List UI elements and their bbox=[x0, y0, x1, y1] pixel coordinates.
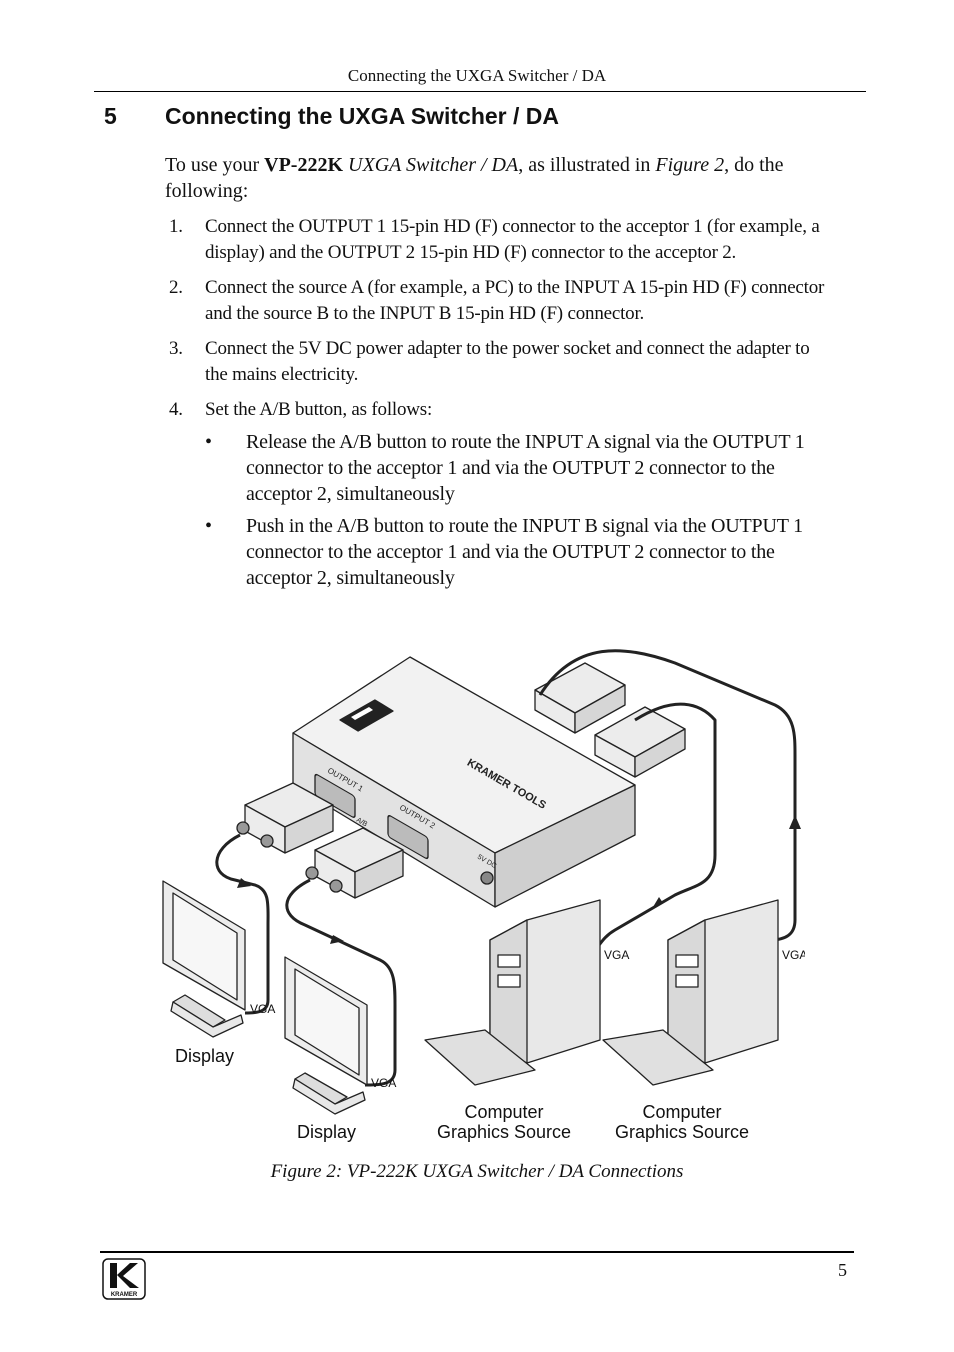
source-label-line2: Graphics Source bbox=[615, 1122, 749, 1142]
intro-prefix: To use your bbox=[165, 154, 265, 176]
vga-plug-output-1 bbox=[236, 782, 334, 854]
step-item: 1. Connect the OUTPUT 1 15-pin HD (F) con… bbox=[165, 214, 835, 266]
bullet-symbol: • bbox=[205, 431, 212, 453]
step-text: Set the A/B button, as follows: bbox=[205, 399, 433, 420]
step-number: 1. bbox=[169, 216, 183, 237]
computer-source-2 bbox=[602, 899, 779, 1086]
header-rule bbox=[94, 91, 866, 92]
display-monitor-1 bbox=[162, 880, 246, 1038]
vga-label: VGA bbox=[782, 948, 805, 962]
bullet-list: • Release the A/B button to route the INP… bbox=[205, 429, 835, 591]
step-number: 2. bbox=[169, 277, 183, 298]
intro-figure-ref: Figure 2 bbox=[655, 154, 725, 176]
step-item: 4. Set the A/B button, as follows: • Relea… bbox=[165, 397, 835, 591]
connection-diagram: KRAMER TOOLS OUTPUT 1 OUTPUT 2 A/B 5V DC bbox=[162, 649, 805, 1142]
intro-middle: , as illustrated in bbox=[518, 154, 656, 176]
page-number: 5 bbox=[838, 1260, 847, 1280]
vga-label: VGA bbox=[604, 948, 629, 962]
kramer-logo-icon: KRAMER bbox=[102, 1258, 146, 1300]
figure-caption: Figure 2: VP-222K UXGA Switcher / DA Con… bbox=[270, 1161, 684, 1182]
section-title: Connecting the UXGA Switcher / DA bbox=[165, 103, 560, 129]
display-label: Display bbox=[297, 1122, 356, 1142]
steps-list: 1. Connect the OUTPUT 1 15-pin HD (F) con… bbox=[165, 214, 835, 600]
vga-label: VGA bbox=[250, 1002, 275, 1016]
step-text: Connect the OUTPUT 1 15-pin HD (F) conne… bbox=[205, 216, 820, 263]
bullet-item: • Release the A/B button to route the INP… bbox=[205, 429, 835, 507]
bullet-text: Release the A/B button to route the INPU… bbox=[246, 431, 805, 505]
cable-arrows bbox=[237, 815, 801, 944]
footer-rule bbox=[100, 1251, 854, 1253]
source-label-line1: Computer bbox=[642, 1102, 721, 1122]
kramer-device-logo bbox=[339, 699, 394, 732]
step-item: 2. Connect the source A (for example, a P… bbox=[165, 275, 835, 327]
computer-source-1 bbox=[424, 899, 601, 1086]
vga-label: VGA bbox=[371, 1076, 396, 1090]
intro-product: UXGA Switcher / DA bbox=[343, 154, 519, 176]
bullet-symbol: • bbox=[205, 515, 212, 537]
step-item: 3. Connect the 5V DC power adapter to the… bbox=[165, 336, 835, 388]
cables bbox=[215, 649, 797, 1087]
section-number: 5 bbox=[104, 103, 117, 129]
step-number: 4. bbox=[169, 399, 183, 420]
step-text: Connect the 5V DC power adapter to the p… bbox=[205, 338, 810, 385]
display-label: Display bbox=[175, 1046, 234, 1066]
step-text: Connect the source A (for example, a PC)… bbox=[205, 277, 825, 324]
step-number: 3. bbox=[169, 338, 183, 359]
display-monitor-2 bbox=[284, 956, 368, 1115]
intro-paragraph: To use your VP-222K UXGA Switcher / DA, … bbox=[165, 152, 825, 204]
vga-plug-input-a bbox=[534, 662, 626, 734]
running-header: Connecting the UXGA Switcher / DA bbox=[347, 66, 607, 85]
switcher-device: KRAMER TOOLS OUTPUT 1 OUTPUT 2 A/B 5V DC bbox=[292, 656, 636, 908]
ab-label: A/B bbox=[355, 817, 369, 829]
vga-plug-output-2 bbox=[305, 827, 404, 899]
bullet-text: Push in the A/B button to route the INPU… bbox=[246, 515, 803, 589]
intro-suffix: , do the following: bbox=[165, 154, 784, 202]
source-label-line2: Graphics Source bbox=[437, 1122, 571, 1142]
vga-plug-input-b bbox=[594, 706, 686, 778]
intro-model: VP-222K bbox=[264, 154, 344, 176]
footer-logo-text: KRAMER bbox=[111, 1292, 138, 1298]
source-label-line1: Computer bbox=[464, 1102, 543, 1122]
bullet-item: • Push in the A/B button to route the INP… bbox=[205, 513, 835, 591]
